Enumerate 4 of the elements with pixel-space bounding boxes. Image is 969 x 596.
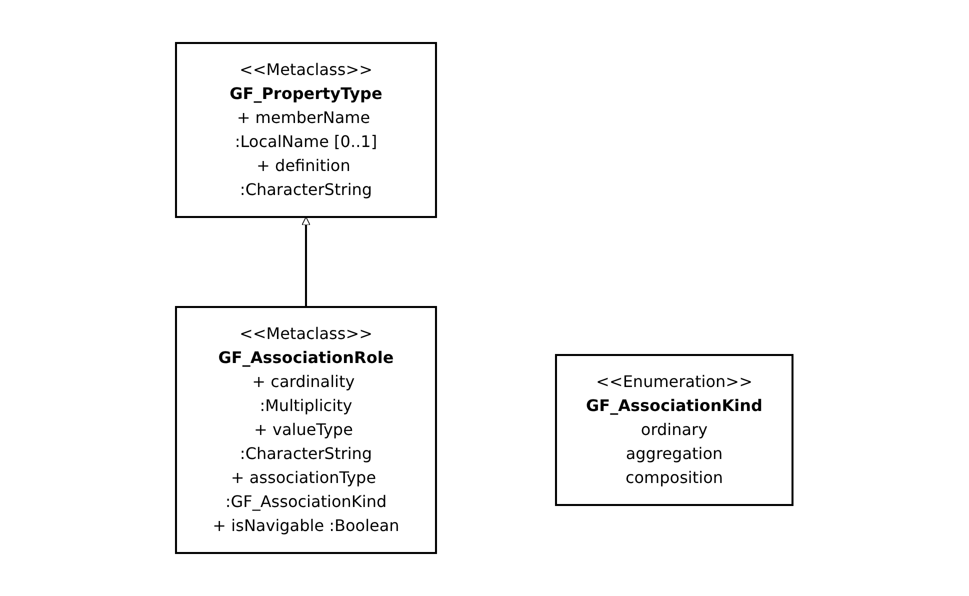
- arrow: [302, 216, 311, 307]
- node-box: <<Metaclass>> GF_AssociationRole + cardinality :Multiplicity + valueType :CharacterString + associationType :GF_AssociationKind + isNavigable :Boolean: [175, 306, 438, 554]
- node-box: <<Metaclass>> GF_PropertyType + memberName :LocalName [0..1] + definition :CharacterString: [175, 42, 438, 218]
- node-box: <<Enumeration>> GF_AssociationKind ordinary aggregation composition: [555, 354, 794, 506]
